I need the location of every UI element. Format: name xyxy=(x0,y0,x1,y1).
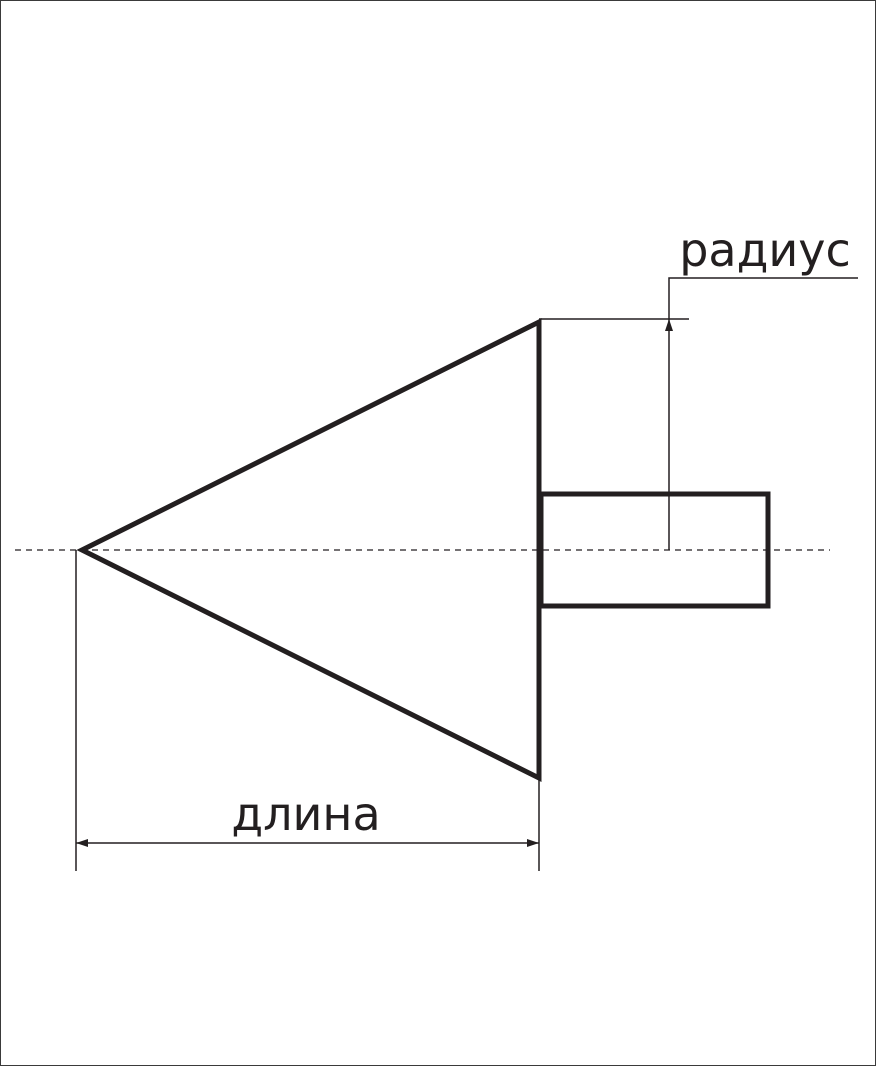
length-label: длина xyxy=(231,787,380,841)
radius-label: радиус xyxy=(679,223,851,277)
radius-leader-line xyxy=(668,277,858,319)
shaft-rectangle xyxy=(538,491,771,609)
